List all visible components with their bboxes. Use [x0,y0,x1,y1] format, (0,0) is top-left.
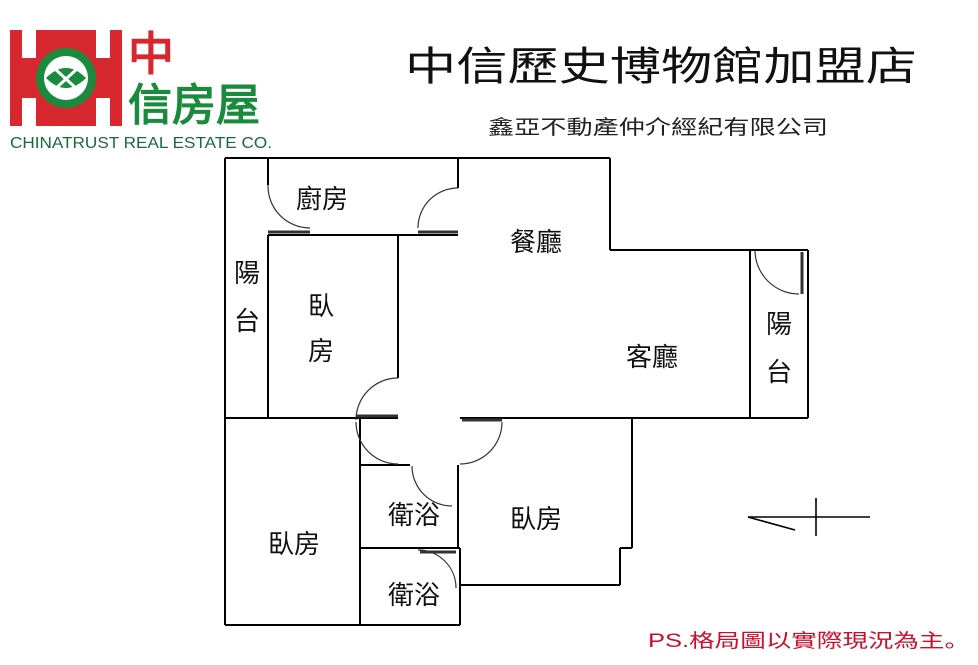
room-balcony-right-1: 陽 [766,310,792,340]
walls [224,157,809,626]
room-living: 客廳 [626,343,678,373]
room-bedroom-left: 臥房 [268,530,320,560]
room-bath-1: 衛浴 [388,501,440,531]
doors [267,184,804,589]
globe-logo-icon [10,30,122,126]
room-bath-2: 衛浴 [388,581,440,611]
company-name: 鑫亞不動產仲介經紀有限公司 [488,115,828,139]
brand-english: CHINATRUST REAL ESTATE CO. [10,135,272,152]
room-balcony-left-1: 陽 [234,259,260,289]
room-balcony-right-2: 台 [766,358,792,388]
room-balcony-left-2: 台 [234,307,260,337]
north-arrow-icon [747,498,870,536]
room-kitchen: 廚房 [296,185,348,215]
room-bedroom-right: 臥房 [510,505,562,535]
brand-name-line1: 中 [128,28,174,80]
page-title: 中信歷史博物館加盟店 [405,44,917,90]
room-dining: 餐廳 [510,228,562,258]
room-bedroom-top-1: 臥 [308,292,334,322]
layout-disclaimer: PS.格局圖以實際現況為主。 [648,630,970,652]
brand-name-line2: 信房屋 [128,81,260,130]
brand-logo: 中 信房屋 CHINATRUST REAL ESTATE CO. [10,28,272,152]
room-bedroom-top-2: 房 [308,337,334,367]
